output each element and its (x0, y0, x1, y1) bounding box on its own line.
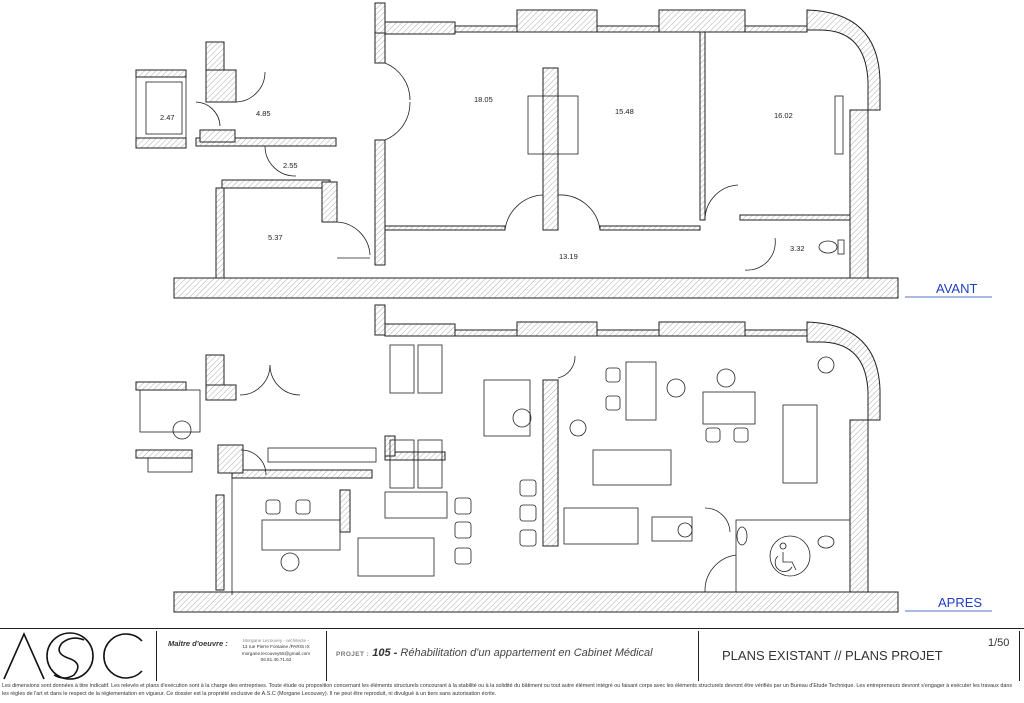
wall (744, 329, 808, 337)
maitre-line: 06.81.40.71.62 (260, 656, 292, 662)
plan-apres (135, 304, 899, 613)
wall (215, 187, 225, 279)
maitre-cell (156, 631, 327, 681)
wall (321, 181, 338, 223)
wall (658, 321, 746, 337)
page-cell (698, 631, 1020, 681)
wall (205, 384, 237, 401)
wall (135, 137, 187, 149)
wall (205, 354, 225, 386)
plan-label-avant: AVANT (936, 281, 977, 296)
plan-avant (135, 2, 899, 299)
wall (739, 214, 851, 221)
room-area: 2.47 (160, 113, 175, 122)
wall (454, 329, 518, 337)
project-heading: PROJET : 105 - Réhabilitation d'un appar… (336, 647, 653, 659)
wall (217, 444, 244, 474)
maitre-details: Morgane Lecouvey - architecte - 13 rue P… (232, 638, 320, 663)
wall (658, 9, 746, 33)
wall (384, 323, 456, 337)
wall (195, 137, 337, 147)
project-title: Réhabilitation d'un appartement en Cabin… (400, 647, 653, 659)
wall (135, 69, 187, 78)
wall (221, 179, 331, 189)
page-title: PLANS EXISTANT // PLANS PROJET (722, 648, 943, 663)
plan-avant-lines (135, 62, 845, 271)
wall (205, 41, 225, 73)
wall (384, 21, 456, 35)
wall (699, 31, 706, 221)
wall (806, 9, 881, 111)
maitre-line: Morgane Lecouvey - architecte - (243, 638, 309, 643)
wall (516, 9, 598, 33)
room-area: 13.19 (559, 252, 578, 261)
plan-label-apres: APRES (938, 595, 982, 610)
project-cell (326, 631, 699, 681)
wall (806, 321, 881, 421)
wall (384, 225, 506, 231)
maitre-label: Maître d'oeuvre : (168, 639, 228, 648)
asc-logo (3, 632, 143, 680)
wall (199, 129, 236, 143)
room-area: 16.02 (774, 111, 793, 120)
wall (173, 591, 899, 613)
wall (454, 25, 518, 33)
wall (374, 2, 386, 34)
room-area: 15.48 (615, 107, 634, 116)
wall (173, 277, 899, 299)
wall (135, 449, 193, 459)
wall (542, 379, 559, 547)
room-area: 5.37 (268, 233, 283, 242)
sheet-scale: 1/50 (988, 637, 1010, 649)
wall (744, 25, 808, 33)
wall (374, 32, 386, 64)
project-number: 105 - (372, 647, 398, 659)
wall (599, 225, 701, 231)
room-area: 3.32 (790, 244, 805, 253)
wall (135, 381, 187, 391)
plan-apres-furniture (139, 344, 851, 595)
wall (374, 304, 386, 336)
wall (596, 25, 660, 33)
floor-plans: 2.47 4.85 18.05 15.48 16.02 2.55 5.37 13… (135, 2, 992, 613)
wall (849, 419, 869, 593)
room-areas-avant: 2.47 4.85 18.05 15.48 16.02 2.55 5.37 13… (160, 95, 805, 261)
maitre-line: 13 rue Pierre Fontaine /PARIS IX (242, 644, 310, 650)
wall (339, 489, 351, 533)
room-area: 4.85 (256, 109, 271, 118)
wall (215, 494, 225, 591)
project-prefix: PROJET : (336, 651, 370, 658)
maitre-line: morgane.lecouvey55@gmail.com (241, 650, 311, 656)
wall (516, 321, 598, 337)
title-block: Maître d'oeuvre : Morgane Lecouvey - arc… (0, 628, 1024, 703)
wall (205, 69, 237, 103)
room-area: 18.05 (474, 95, 493, 104)
disclaimer-text: Les dimensions sont données à titre indi… (2, 683, 1013, 697)
wall (849, 109, 869, 279)
wall (596, 329, 660, 337)
wall (374, 139, 386, 266)
room-area: 2.55 (283, 161, 298, 170)
wall (542, 67, 559, 231)
wall (231, 469, 373, 479)
